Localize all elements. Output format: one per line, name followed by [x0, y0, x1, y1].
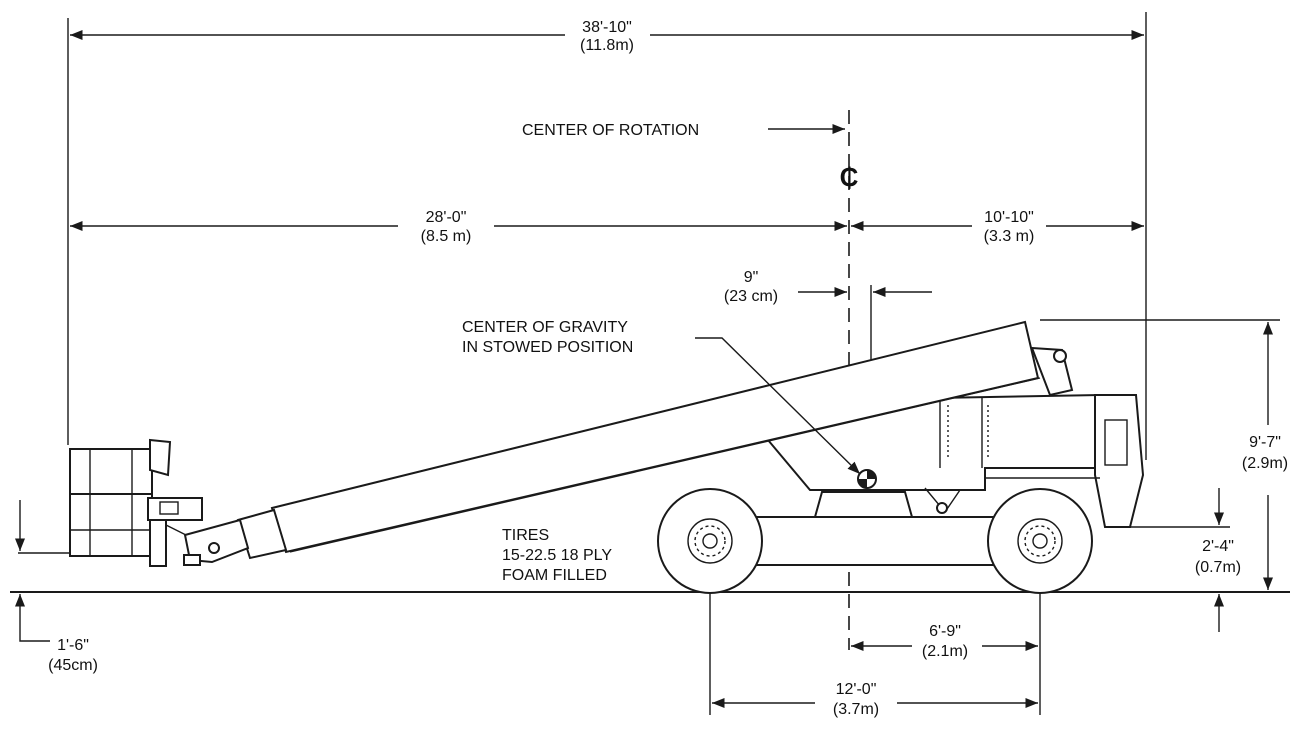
- tires-label-line1: TIRES: [502, 527, 549, 544]
- cg-offset-imperial: 9": [744, 269, 759, 286]
- chassis-frame: [754, 516, 1001, 566]
- centerline-symbol: ₵: [840, 162, 859, 192]
- dimension-labels: 38'-10" (11.8m) 28'-0" (8.5 m) 10'-10" (…: [48, 19, 1288, 718]
- tail-swing-metric: (3.3 m): [984, 228, 1035, 245]
- front-wheel: [987, 488, 1093, 594]
- rotation-to-axle-imperial: 6'-9": [929, 623, 961, 640]
- center-of-gravity-label-line1: CENTER OF GRAVITY: [462, 319, 628, 336]
- dimension-lines: [14, 29, 1274, 709]
- cg-offset-metric: (23 cm): [724, 288, 778, 305]
- ground-clearance-metric: (0.7m): [1195, 559, 1241, 576]
- wheelbase-metric: (3.7m): [833, 701, 879, 718]
- boom-front-imperial: 28'-0": [426, 209, 467, 226]
- center-of-rotation-label: CENTER OF ROTATION: [522, 122, 699, 139]
- ground-clearance-imperial: 2'-4": [1202, 538, 1234, 555]
- overall-length-metric: (11.8m): [580, 37, 634, 54]
- tires-label-line3: FOAM FILLED: [502, 567, 607, 584]
- platform-height-metric: (45cm): [48, 657, 98, 674]
- rear-wheel: [657, 488, 763, 594]
- wheelbase-imperial: 12'-0": [836, 681, 877, 698]
- engine-door: [1104, 419, 1128, 466]
- turntable: [813, 491, 914, 518]
- center-of-gravity-marker: [857, 469, 877, 489]
- boom-front-metric: (8.5 m): [421, 228, 472, 245]
- tail-swing-imperial: 10'-10": [984, 209, 1034, 226]
- callout-labels: CENTER OF ROTATION ₵ CENTER OF GRAVITY I…: [462, 122, 859, 584]
- stowed-height-imperial: 9'-7": [1249, 434, 1281, 451]
- center-of-gravity-label-line2: IN STOWED POSITION: [462, 339, 633, 356]
- boom-lift-machine: [69, 320, 1145, 594]
- counterweight: [1094, 394, 1145, 528]
- extension-lines: [18, 12, 1280, 715]
- work-platform: [69, 438, 203, 567]
- stowed-height-metric: (2.9m): [1242, 455, 1288, 472]
- tires-label-line2: 15-22.5 18 PLY: [502, 547, 612, 564]
- rotation-to-axle-metric: (2.1m): [922, 643, 968, 660]
- platform-height-imperial: 1'-6": [57, 637, 89, 654]
- overall-length-imperial: 38'-10": [582, 19, 632, 36]
